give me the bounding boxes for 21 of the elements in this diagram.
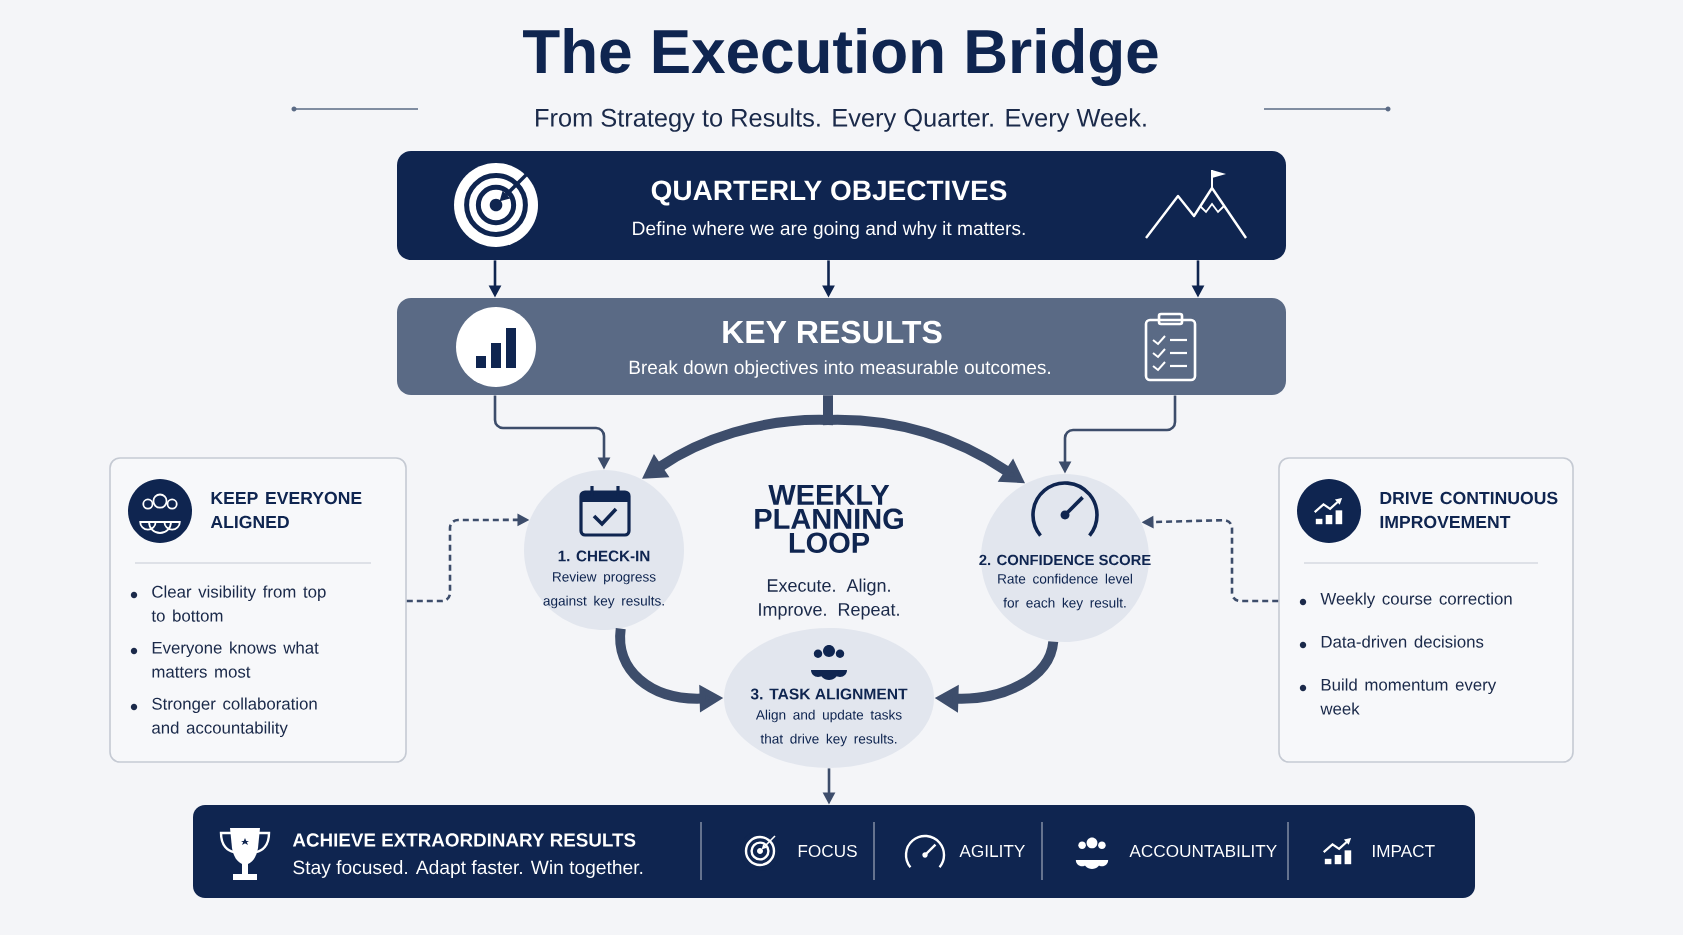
node-label: FOCUS [798,844,857,858]
results-banner: ACHIEVE EXTRAORDINARY RESULTS Stay focused. Adapt faster. Win together. FOCUS AGILITY ACCOUNTABILITY IMPACT [193,805,1475,898]
objectives-banner: QUARTERLY OBJECTIVES Define where we are going and why it matters. [397,151,1286,260]
node-label: KEEP EVERYONE ALIGNED [210,491,362,529]
node-label: Data-driven decisions [1321,635,1484,648]
node-label: Clear visibility from top to bottom [151,585,326,622]
loop-title: WEEKLY PLANNING LOOP [755,484,903,554]
node-label: DRIVE CONTINUOUS IMPROVEMENT [1380,491,1558,529]
node-label: Stronger collaboration and accountability [152,697,317,738]
key-results-banner: KEY RESULTS Break down objectives into measurable outcomes. [397,298,1286,395]
title: The Execution Bridge [523,27,1158,87]
node-label: ACCOUNTABILITY [1129,844,1277,858]
node-label: Weekly course correction [1320,592,1512,609]
node-label: AGILITY [959,844,1025,858]
node-label: IMPACT [1373,844,1435,858]
node-label: ACHIEVE EXTRAORDINARY RESULTS [292,833,636,847]
node-label: Build momentum every week [1320,678,1497,715]
node-label: Stay focused. Adapt faster. Win together. [293,860,643,878]
info-panel: DRIVE CONTINUOUS IMPROVEMENT Weekly course correction Data-driven decisions Build momentum every week [1278,457,1574,763]
info-panel: KEEP EVERYONE ALIGNED Clear visibility from top to bottom Everyone knows what matters most Stronger collaboration and accountability [109,457,407,763]
node-label: Everyone knows what matters most [152,641,319,678]
